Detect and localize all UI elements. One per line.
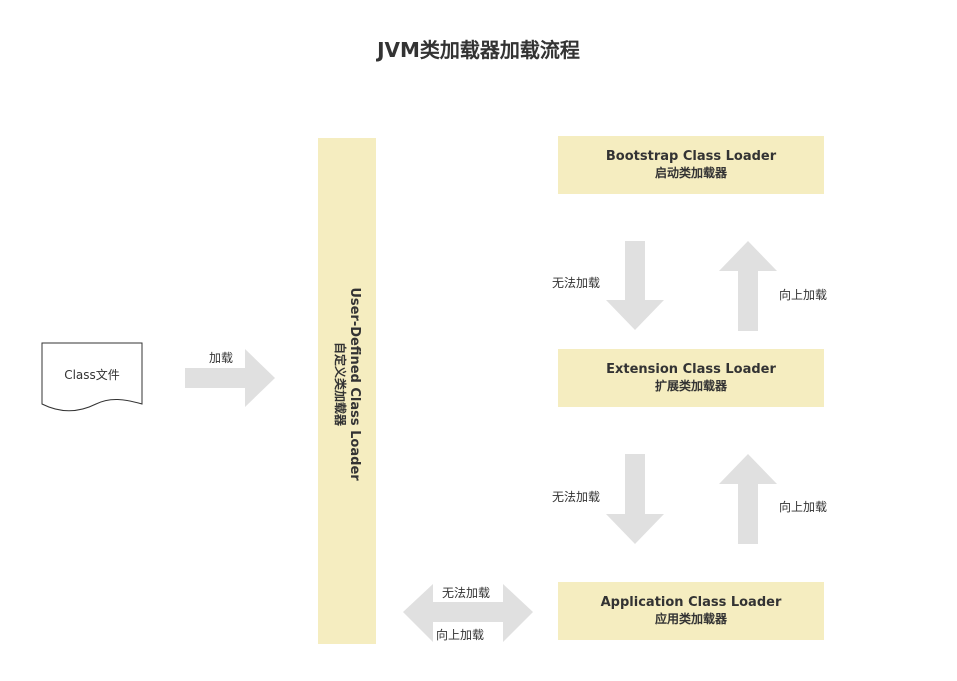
bootstrap-ext-down-arrow	[606, 241, 664, 330]
load-arrow	[185, 349, 275, 407]
ext-app-up-label: 向上加载	[779, 500, 828, 514]
user-defined-loader-zh: 自定义类加载器	[333, 341, 347, 426]
extension-loader-zh: 扩展类加载器	[654, 379, 727, 393]
diagram-title: JVM类加载器加载流程	[377, 38, 580, 62]
bootstrap-ext-up-arrow	[719, 241, 777, 331]
app-user-top-label: 无法加载	[442, 586, 491, 600]
app-user-double-arrow	[403, 584, 533, 642]
ext-app-down-label: 无法加载	[552, 490, 601, 504]
bootstrap-ext-up-label: 向上加载	[779, 288, 828, 302]
ext-app-up-arrow	[719, 454, 777, 544]
extension-loader-box: Extension Class Loader 扩展类加载器	[558, 349, 824, 407]
load-arrow-label: 加载	[209, 351, 234, 365]
bootstrap-loader-box: Bootstrap Class Loader 启动类加载器	[558, 136, 824, 194]
user-defined-loader-box	[318, 138, 376, 644]
application-loader-zh: 应用类加载器	[654, 612, 727, 626]
extension-loader-en: Extension Class Loader	[606, 362, 776, 377]
application-loader-box: Application Class Loader 应用类加载器	[558, 582, 824, 640]
bootstrap-loader-zh: 启动类加载器	[654, 166, 727, 180]
class-file-label: Class文件	[64, 368, 120, 382]
bootstrap-ext-down-label: 无法加载	[552, 276, 601, 290]
user-defined-loader-en: User-Defined Class Loader	[347, 287, 362, 481]
ext-app-down-arrow	[606, 454, 664, 544]
application-loader-en: Application Class Loader	[600, 595, 782, 610]
bootstrap-loader-en: Bootstrap Class Loader	[605, 149, 777, 164]
app-user-bottom-label: 向上加载	[436, 628, 485, 642]
user-defined-loader-label: User-Defined Class Loader 自定义类加载器	[327, 234, 367, 534]
class-file-shape	[41, 342, 143, 412]
